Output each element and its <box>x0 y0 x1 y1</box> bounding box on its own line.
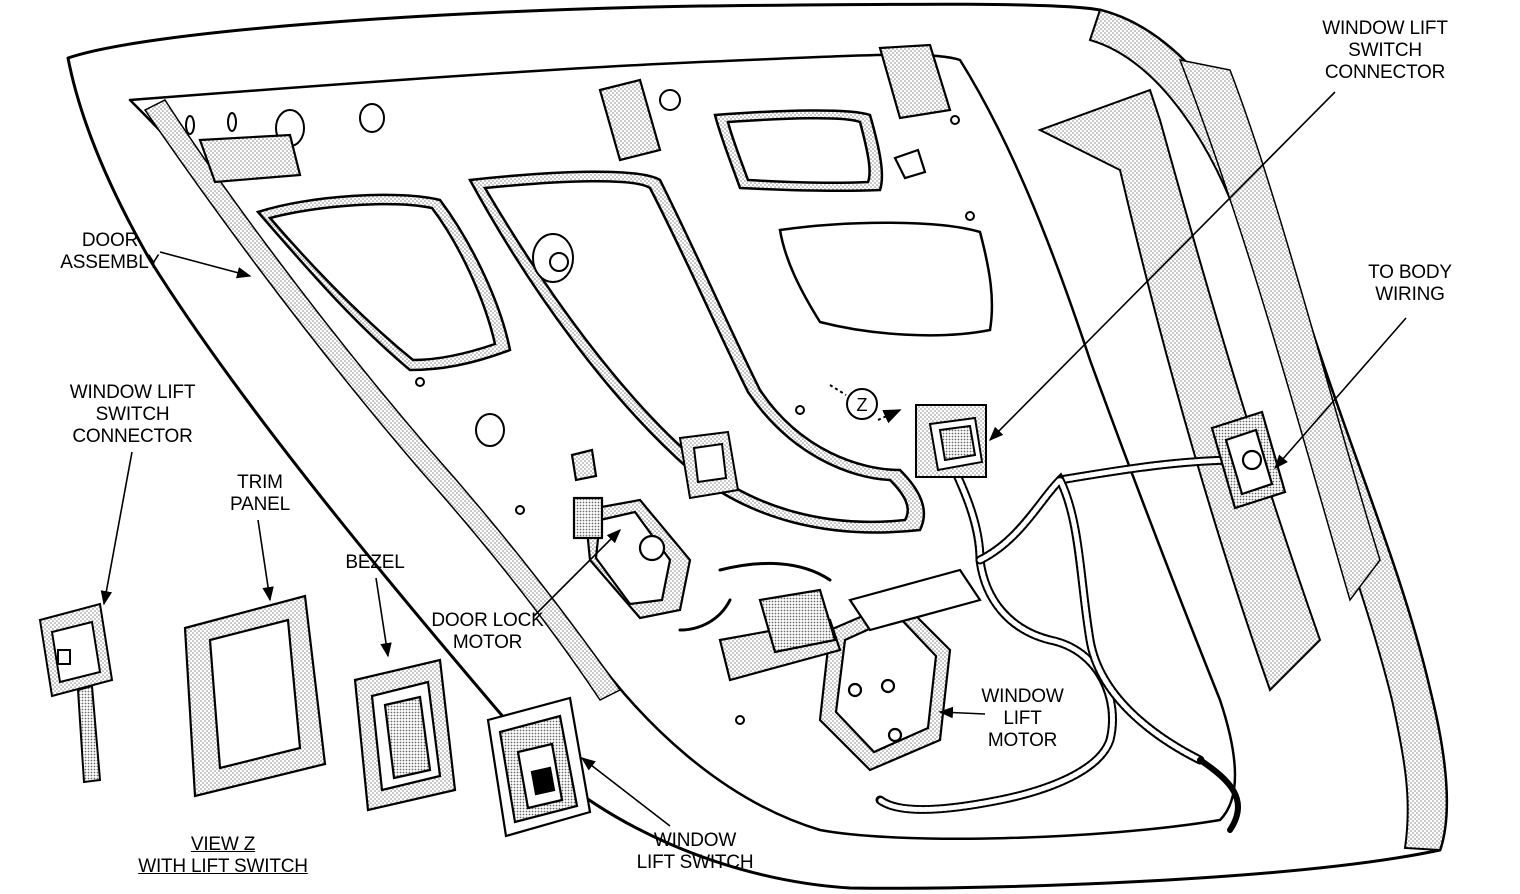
label-window-lift-motor: WINDOW LIFT MOTOR <box>981 686 1064 751</box>
body-wiring-grommet <box>1210 410 1287 510</box>
leader-left-connector <box>100 451 133 606</box>
access-openings <box>255 109 994 534</box>
label-window-lift-switch-connector-top: WINDOW LIFT SWITCH CONNECTOR <box>1322 18 1448 83</box>
wiring-harness <box>678 435 1245 833</box>
view-z-marker-letter: Z <box>857 395 868 415</box>
access-opening-right <box>778 221 994 337</box>
leader-door-assembly <box>159 251 252 279</box>
label-window-lift-switch-connector-left: WINDOW LIFT SWITCH CONNECTOR <box>69 382 196 447</box>
door-edge-band <box>143 99 622 701</box>
panel-socket <box>678 430 740 500</box>
leader-door-lock-motor <box>533 528 622 617</box>
label-door-lock-motor: DOOR LOCK MOTOR <box>431 610 544 653</box>
detail-bezel <box>353 658 457 812</box>
detail-window-lift-switch <box>486 696 592 838</box>
leader-bezel <box>375 577 392 658</box>
panel-holes <box>185 89 975 725</box>
label-window-lift-switch: WINDOW LIFT SWITCH <box>636 830 754 873</box>
leader-body-wiring <box>1274 317 1407 470</box>
door-switch-connector <box>915 404 987 478</box>
label-trim-panel: TRIM PANEL <box>230 472 290 515</box>
view-z-marker: Z <box>829 384 902 424</box>
label-view-z: VIEW Z WITH LIFT SWITCH <box>138 834 308 877</box>
window-lift-motor <box>718 568 982 772</box>
detail-trim-panel <box>183 594 327 798</box>
door-weatherstrip <box>1037 8 1448 852</box>
label-door-assembly: DOOR ASSEMBLY <box>60 230 160 273</box>
leader-window-lift-motor <box>938 706 986 719</box>
label-bezel: BEZEL <box>345 552 405 573</box>
leader-lines <box>100 91 1407 827</box>
label-to-body-wiring: TO BODY WIRING <box>1368 262 1452 305</box>
upper-brackets <box>198 43 952 184</box>
detail-switch-connector <box>38 602 114 784</box>
leader-top-connector <box>988 91 1336 442</box>
leader-window-lift-switch <box>580 757 671 827</box>
leader-trim-panel <box>257 519 274 602</box>
